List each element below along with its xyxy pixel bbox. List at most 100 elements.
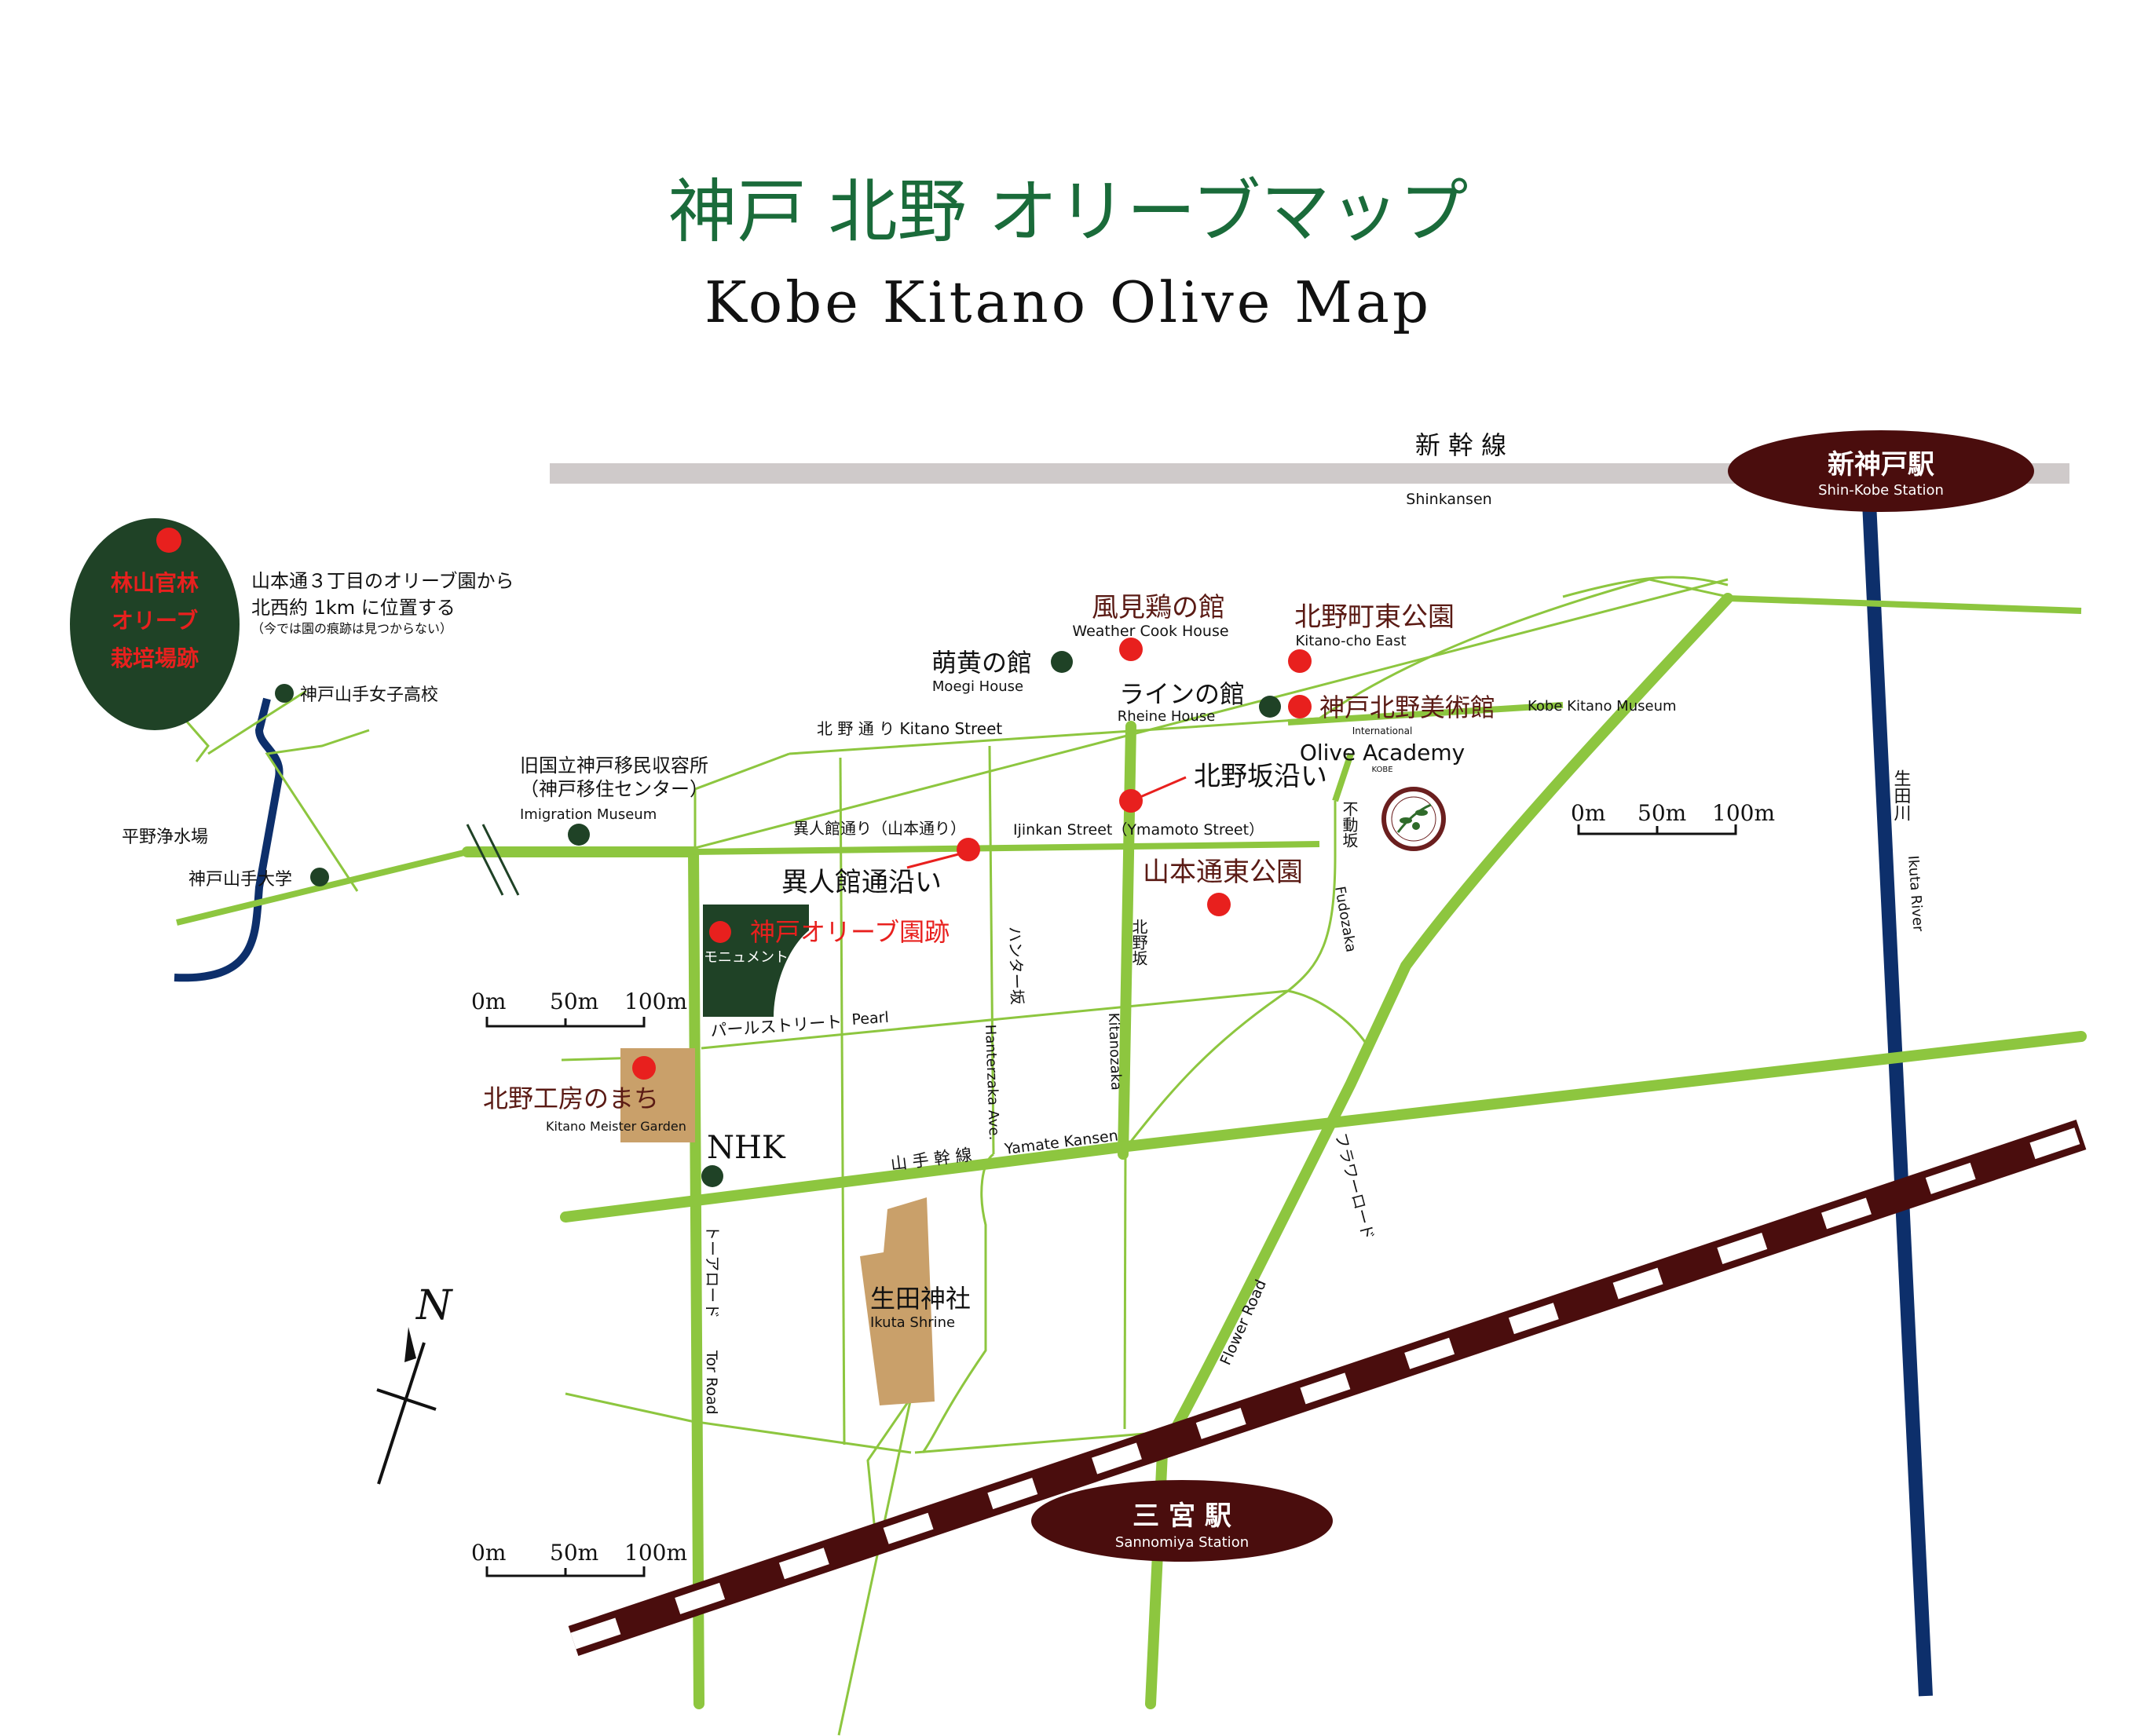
sannomiya-station-label-en: Sannomiya Station xyxy=(1115,1534,1249,1551)
yamamoto-east-park-label: 山本通東公園 xyxy=(1143,857,1303,888)
ikuta-shrine-grounds xyxy=(860,1197,935,1405)
university-marker[interactable] xyxy=(310,868,329,886)
fudozaka-label-en: Fudozaka xyxy=(1331,885,1359,953)
immigration-label-line-2: （神戸移住センター） xyxy=(520,778,708,800)
shinkansen-label-jp: 新 幹 線 xyxy=(1415,430,1506,460)
kitanozaka-label-en: Kitanozaka xyxy=(1105,1012,1124,1091)
olive-garden-ruins-label: 神戸オリーブ園跡 xyxy=(750,917,950,947)
water-plant-label: 平野浄水場 xyxy=(122,828,208,847)
ijinkan-street-label-jp: 異人館通り（山本通り） xyxy=(793,819,966,838)
forest-site: 林山官林 オリーブ 栽培場跡 xyxy=(70,518,240,730)
ikuta-shrine-label-jp: 生田神社 xyxy=(870,1284,971,1314)
kitano-east-park-label-en: Kitano-cho East xyxy=(1295,633,1406,649)
scale-bar-bottom: 0m 50m 100m xyxy=(471,1540,687,1577)
flower-road-label-jp: フラワーロード xyxy=(1331,1131,1378,1241)
museum-label-jp: 神戸北野美術館 xyxy=(1319,693,1495,722)
moegi-label-jp: 萌黄の館 xyxy=(931,648,1032,678)
kitanozaka-along-marker[interactable] xyxy=(1119,789,1143,813)
scale-label-0: 0m xyxy=(471,1540,506,1566)
map-title-en: Kobe Kitano Olive Map xyxy=(704,269,1432,335)
kitanozaka-along-leader xyxy=(1134,776,1187,801)
scale-label-100: 100m xyxy=(1712,800,1775,826)
kitanozaka-along-label: 北野坂沿い xyxy=(1194,761,1327,792)
sannomiya-station[interactable]: 三 宮 駅 Sannomiya Station xyxy=(1031,1480,1333,1562)
svg-text:Ikuta River: Ikuta River xyxy=(1905,855,1927,933)
shinkansen-label-en: Shinkansen xyxy=(1406,491,1491,508)
map-title-jp: 神戸 北野 オリーブマップ xyxy=(668,171,1469,252)
girls-school-label: 神戸山手女子高校 xyxy=(300,685,438,705)
rhine-label-jp: ラインの館 xyxy=(1119,679,1245,709)
ikuta-river-label: 生田川 Ikuta River xyxy=(1891,769,1927,933)
secondary-roads xyxy=(176,595,2082,926)
scale-label-0: 0m xyxy=(1571,800,1605,826)
hunter-zaka-label-en: Hanterzaka Ave. xyxy=(982,1024,1002,1140)
shin-kobe-station[interactable]: 新神戸駅 Shin-Kobe Station xyxy=(1728,430,2034,512)
immigration-label-line-1: 旧国立神戸移民収容所 xyxy=(520,755,708,777)
kazamidori-label-en: Weather Cook House xyxy=(1072,623,1228,640)
olive-academy-label: Olive Academy xyxy=(1300,740,1465,766)
museum-label-en: Kobe Kitano Museum xyxy=(1528,698,1677,715)
kitano-street-label: 北 野 通 り Kitano Street xyxy=(817,719,1002,738)
scale-bar-top-right: 0m 50m 100m xyxy=(1571,800,1775,835)
kitano-kobo-label-en: Kitano Meister Garden xyxy=(546,1119,686,1134)
kazamidori-marker[interactable] xyxy=(1119,638,1143,661)
girls-school-marker[interactable] xyxy=(275,684,294,703)
olive-academy-logo-icon xyxy=(1381,787,1446,851)
pearl-street-label-en: Pearl xyxy=(851,1009,890,1029)
kitanozaka-label-jp: 北野坂 xyxy=(1129,919,1148,966)
kazamidori-label-jp: 風見鶏の館 xyxy=(1092,592,1225,623)
minor-roads xyxy=(179,576,1729,1736)
kitano-kobo-label-jp: 北野工房のまち xyxy=(483,1084,659,1113)
compass-n-label: N xyxy=(415,1282,453,1329)
main-roads xyxy=(462,593,2087,1709)
olive-garden-ruins-marker[interactable] xyxy=(709,921,731,943)
moegi-label-en: Moegi House xyxy=(932,678,1023,695)
ijinkan-along-marker[interactable] xyxy=(957,838,980,861)
forest-site-line-1: 林山官林 xyxy=(111,570,199,596)
western-river xyxy=(174,697,284,982)
forest-site-marker xyxy=(156,528,181,553)
kitano-east-park-marker[interactable] xyxy=(1288,649,1312,673)
scale-label-50: 50m xyxy=(550,989,598,1014)
ijinkan-along-label: 異人館通沿い xyxy=(781,867,942,898)
tor-road-label-en: Tor Road xyxy=(703,1350,720,1415)
tor-road-label-jp: トーアロード xyxy=(703,1225,722,1318)
nhk-label: NHK xyxy=(707,1130,786,1166)
ijinkan-street-label-en: Ijinkan Street（Ymamoto Street） xyxy=(1013,821,1264,839)
ikuta-shrine-label-en: Ikuta Shrine xyxy=(870,1314,955,1331)
monument-label: モニュメント xyxy=(704,949,789,966)
kitano-kobo-building xyxy=(620,1048,695,1142)
forest-note-3: （今では園の痕跡は見つからない） xyxy=(251,621,452,636)
immigration-museum-marker[interactable] xyxy=(568,824,590,846)
fudozaka-label-jp: 不動坂 xyxy=(1340,801,1359,848)
kitano-kobo-marker[interactable] xyxy=(632,1056,656,1080)
forest-site-line-2: オリーブ xyxy=(112,608,198,634)
forest-note-2: 北西約 1km に位置する xyxy=(251,597,456,619)
railway xyxy=(568,1120,2087,1656)
olive-academy-label-small: International xyxy=(1352,725,1413,736)
university-label: 神戸山手大学 xyxy=(188,870,292,890)
scale-label-0: 0m xyxy=(471,989,506,1014)
moegi-marker[interactable] xyxy=(1051,651,1073,673)
shin-kobe-station-label-jp: 新神戸駅 xyxy=(1828,449,1934,481)
rhine-marker[interactable] xyxy=(1259,696,1281,718)
forest-note-1: 山本通３丁目のオリーブ園から xyxy=(251,570,514,592)
museum-marker[interactable] xyxy=(1288,695,1312,718)
kitano-east-park-label-jp: 北野町東公園 xyxy=(1294,601,1455,633)
scale-label-50: 50m xyxy=(1638,800,1686,826)
yamamoto-east-park-marker[interactable] xyxy=(1207,893,1231,916)
scale-label-100: 100m xyxy=(624,1540,687,1566)
ikuta-river xyxy=(1862,502,1933,1697)
shin-kobe-station-label-en: Shin-Kobe Station xyxy=(1818,482,1944,499)
scale-label-50: 50m xyxy=(550,1540,598,1566)
immigration-label-en: Imigration Museum xyxy=(520,806,657,823)
olive-academy-label-sub: KOBE xyxy=(1371,766,1392,774)
sannomiya-station-label-jp: 三 宮 駅 xyxy=(1133,1500,1231,1532)
rhine-label-en: Rheine House xyxy=(1118,708,1216,725)
nhk-marker[interactable] xyxy=(701,1165,723,1187)
svg-text:生田川: 生田川 xyxy=(1891,769,1912,821)
hunter-zaka-label-jp: ハンター坂 xyxy=(1005,926,1026,1005)
scale-label-100: 100m xyxy=(624,989,687,1014)
scale-bar-middle: 0m 50m 100m xyxy=(471,989,687,1028)
